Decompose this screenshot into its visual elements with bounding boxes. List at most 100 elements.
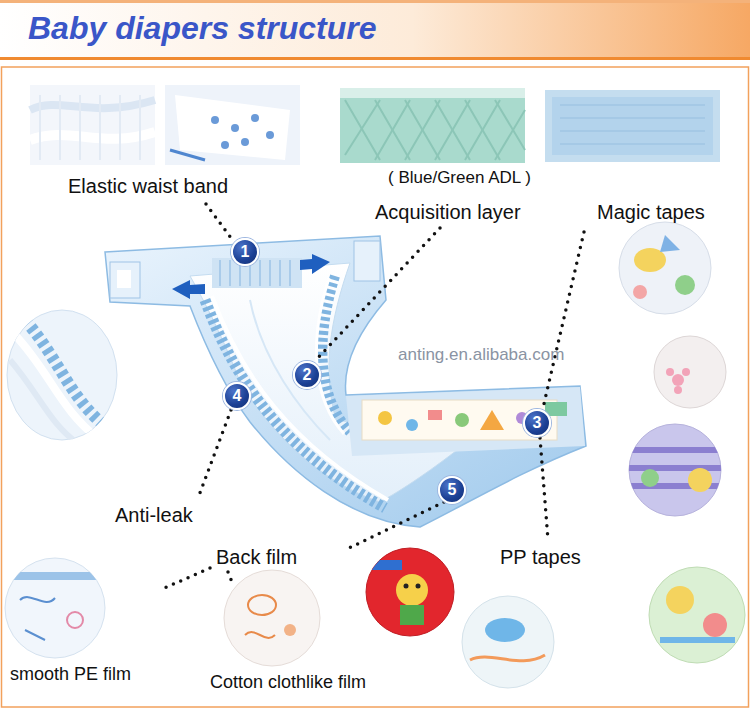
- pp-tape-photo: [660, 586, 735, 640]
- print-photo: [400, 605, 424, 625]
- magic-tape-photo: [633, 285, 647, 299]
- pp-tape-photo: [666, 586, 694, 614]
- diaper-drawing: [346, 387, 585, 456]
- title-band: [0, 0, 750, 3]
- leader-lines: [345, 502, 444, 550]
- diaper-drawing: [354, 241, 380, 281]
- pe-film-photo: [5, 558, 105, 658]
- magic-tape-photo: [666, 368, 690, 394]
- front-tape: [406, 419, 418, 431]
- callout-number-text: 5: [448, 482, 457, 498]
- pad-photo: [241, 138, 249, 146]
- anti-leak-photo: [7, 310, 117, 445]
- magic-tape-photo: [633, 235, 695, 299]
- pad-photo: [165, 85, 300, 165]
- print-photo: [416, 584, 421, 589]
- pp-tape-photo: [649, 567, 745, 663]
- pad-photo: [251, 114, 259, 122]
- leader-lines: [228, 572, 232, 582]
- part-name: Magic tapes: [597, 200, 705, 224]
- diaper-drawing: [117, 270, 131, 288]
- title: Baby diapers structure: [28, 9, 377, 47]
- front-tape: [480, 410, 504, 430]
- leader-lines: [198, 410, 231, 498]
- print-photo: [372, 560, 428, 625]
- pe-film-photo: [25, 630, 45, 640]
- leader-lines: [543, 232, 584, 408]
- anti-leak-photo: [10, 360, 80, 445]
- callout-number-text: 2: [303, 367, 312, 383]
- pad-photo: [175, 95, 290, 160]
- part-name: Anti-leak: [115, 503, 193, 527]
- stretch-arrow: [172, 280, 205, 299]
- front-tape: [362, 400, 567, 440]
- pad-photo: [231, 124, 239, 132]
- magic-tape-photo: [666, 368, 674, 376]
- pp-tape-photo: [485, 618, 525, 642]
- waist-band-photo: [30, 85, 155, 165]
- magic-tape-photo: [660, 235, 680, 252]
- blue-adl-photo: [560, 105, 705, 144]
- print-photo: [396, 574, 428, 606]
- print-photo: [366, 548, 454, 636]
- part-name: Elastic waist band: [68, 174, 228, 198]
- callout-number-text: 4: [233, 388, 242, 404]
- magic-tape-photo: [654, 336, 726, 408]
- leader-lines: [540, 438, 548, 540]
- title-band: [0, 57, 750, 60]
- pp-tape-photo: [660, 637, 735, 643]
- callout-number: 3: [523, 409, 551, 437]
- green-adl-photo: [340, 88, 525, 163]
- waist-band-photo: [30, 132, 155, 140]
- pad-photo: [221, 141, 229, 149]
- pe-film-photo: [5, 572, 105, 640]
- diaper-drawing: [110, 262, 140, 298]
- print-photo: [366, 548, 454, 636]
- blue-adl-photo: [545, 90, 720, 162]
- leader-lines: [160, 204, 584, 590]
- pad-photo: [211, 116, 219, 124]
- pp-tape-photo: [462, 596, 554, 688]
- magic-tape-photo: [625, 450, 725, 492]
- leader-lines: [160, 568, 210, 590]
- blue-adl-photo: [552, 97, 713, 155]
- magic-tape-photo: [619, 222, 711, 314]
- cloth-film-photo: [248, 595, 276, 615]
- pp-tape-photo: [462, 596, 554, 688]
- waist-band-photo: [30, 100, 155, 110]
- magic-tape-photo: [654, 336, 726, 408]
- magic-tape-photo: [674, 386, 682, 394]
- magic-tape-photo: [641, 469, 659, 487]
- diaper-drawing: [250, 300, 330, 440]
- pad-photo: [165, 85, 300, 165]
- diaper-drawing: [105, 236, 586, 527]
- title-band: [0, 0, 750, 58]
- green-adl-photo: [345, 100, 525, 160]
- magic-tape-photo: [619, 222, 711, 314]
- blue-adl-photo: [545, 90, 720, 162]
- waist-band: [220, 260, 290, 286]
- part-name: smooth PE film: [10, 664, 131, 686]
- pp-tape-photo: [649, 567, 745, 663]
- part-name: PP tapes: [500, 545, 581, 569]
- pad-photo: [266, 131, 274, 139]
- part-note: ( Blue/Green ADL ): [388, 168, 531, 188]
- leader-lines: [206, 204, 234, 242]
- waist-band-photo: [40, 95, 140, 160]
- pp-tape-photo: [703, 613, 727, 637]
- watermark: anting.en.alibaba.com: [398, 345, 564, 365]
- cloth-film-photo: [245, 632, 275, 638]
- frame: [2, 67, 749, 707]
- diaper-drawing: [105, 236, 586, 527]
- leader-lines: [314, 228, 440, 362]
- green-adl-photo: [340, 88, 525, 163]
- pe-film-photo: [20, 597, 55, 602]
- pp-tape-photo: [470, 655, 545, 661]
- waist-band: [212, 258, 302, 288]
- front-tape: [455, 413, 469, 427]
- pe-film-photo: [5, 558, 105, 658]
- waist-band-photo: [30, 85, 155, 165]
- anti-leak-photo: [10, 320, 110, 445]
- magic-tape-photo: [675, 275, 695, 295]
